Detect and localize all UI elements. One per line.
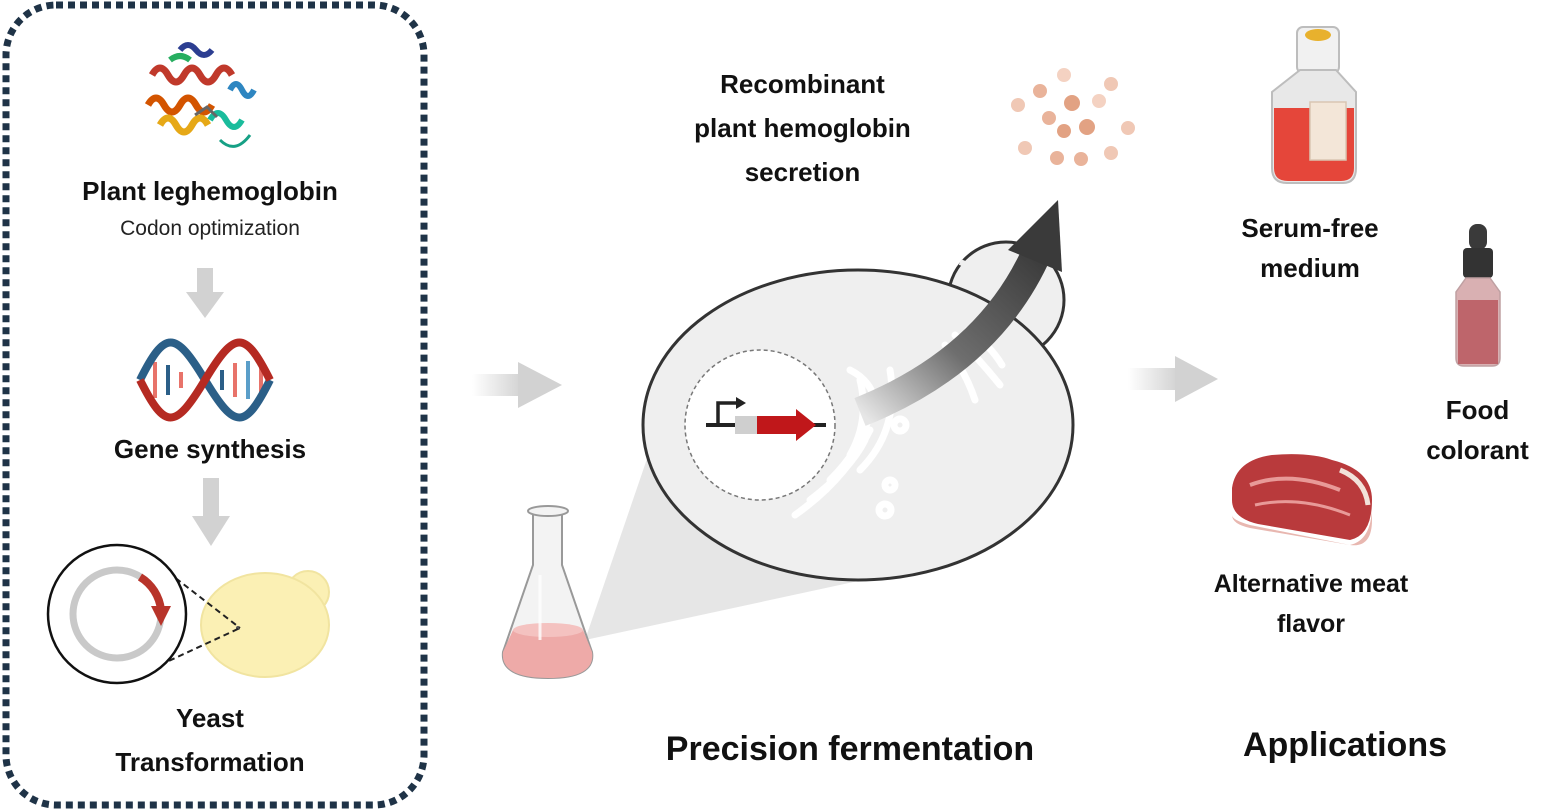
yeast-title-line1: Yeast (176, 703, 244, 733)
secretion-label-line3: secretion (744, 157, 861, 187)
dropper-bottle-icon (1455, 224, 1501, 367)
protein-title: Plant leghemoglobin (82, 176, 338, 206)
serum-label-line2: medium (1260, 253, 1360, 283)
promoter-gene-icon (706, 397, 826, 441)
input-arrow-shaft (472, 374, 522, 396)
colorant-label-line2: colorant (1426, 435, 1529, 465)
serum-label-line1: Serum-free (1241, 213, 1379, 243)
applications-section-title: Applications (1242, 726, 1448, 764)
meat-label-line2: flavor (1276, 610, 1346, 638)
secretion-arrow-icon (854, 200, 1062, 426)
yeast-cell-icon (200, 570, 330, 678)
plasmid-icon (46, 543, 188, 685)
process-arrow-2 (192, 478, 230, 546)
secretion-label: Recombinant plant hemoglobin secretion (640, 62, 965, 194)
secreted-protein-particles (1011, 68, 1135, 166)
left-panel-border (2, 1, 428, 809)
meat-label: Alternative meat flavor (1180, 564, 1442, 644)
yeast-title-line2: Transformation (115, 747, 305, 777)
protein-structure-icon (144, 42, 257, 148)
culture-flask-icon (1271, 26, 1357, 184)
colorant-label-line1: Food (1445, 395, 1510, 425)
colorant-label: Food colorant (1405, 390, 1550, 470)
process-arrow-1 (186, 268, 224, 318)
serum-label: Serum-free medium (1205, 208, 1415, 288)
secretion-label-line1: Recombinant (720, 69, 885, 99)
secretion-label-line2: plant hemoglobin (694, 113, 911, 143)
output-arrow-shaft (1128, 368, 1178, 390)
gene-title: Gene synthesis (113, 434, 307, 464)
input-arrow-head (518, 362, 562, 408)
meat-label-line1: Alternative meat (1213, 570, 1409, 598)
steak-icon (1232, 454, 1372, 546)
dna-helix-icon (136, 338, 274, 422)
protein-subtitle: Codon optimization (120, 217, 300, 240)
flask-icon (501, 505, 594, 680)
output-arrow-head (1175, 356, 1218, 402)
fermentation-section-title: Precision fermentation (665, 730, 1035, 768)
yeast-title: Yeast Transformation (40, 696, 380, 784)
